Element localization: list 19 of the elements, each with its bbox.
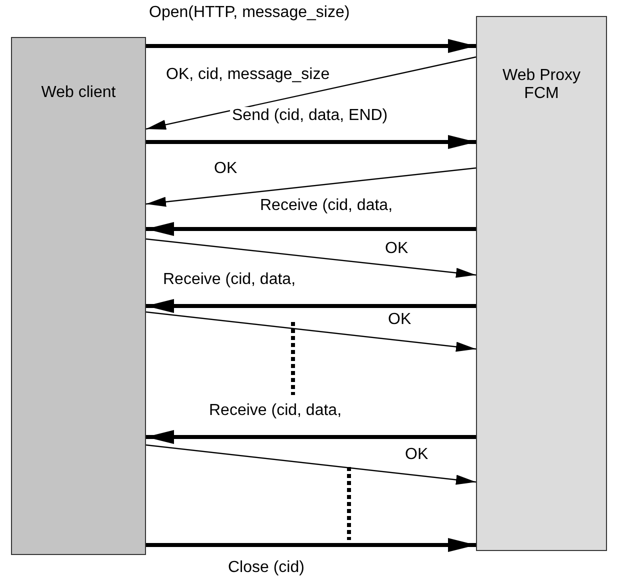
message-arrow [146, 538, 476, 552]
edge-label: Open(HTTP, message_size) [147, 4, 352, 22]
message-arrow [146, 167, 476, 207]
message-arrow [146, 56, 476, 130]
edge-label: Send (cid, data, END) [230, 107, 390, 125]
message-arrow [146, 444, 476, 485]
message-arrow [146, 311, 476, 352]
edge-label: Close (cid) [226, 559, 306, 577]
message-arrow [146, 299, 476, 313]
lifeline-box [476, 16, 607, 551]
lifeline-box [11, 37, 146, 555]
message-arrow [146, 135, 476, 149]
message-arrow [146, 238, 476, 278]
participant-label: Web client [40, 84, 117, 102]
participant-label: Web Proxy FCM [502, 67, 582, 103]
message-arrow [146, 39, 476, 53]
edge-label: OK, cid, message_size [164, 66, 332, 84]
message-arrow [146, 430, 476, 444]
message-arrow [146, 222, 476, 236]
